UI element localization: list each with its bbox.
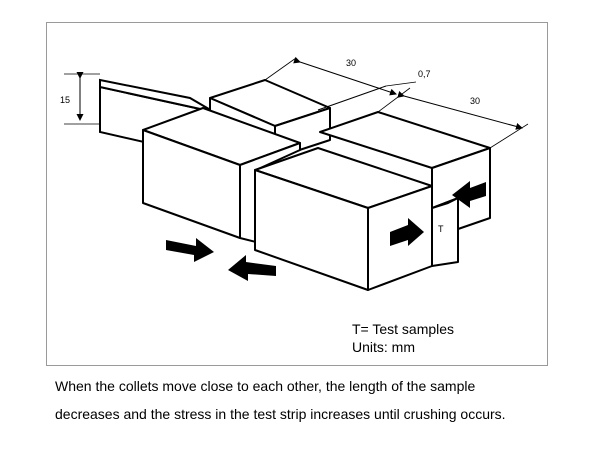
caption-line-2: decreases and the stress in the test str… xyxy=(55,406,506,422)
gap-dimension: 0,7 xyxy=(385,69,431,87)
caption-line-1: When the collets move close to each othe… xyxy=(55,378,476,394)
test-sample-t: T xyxy=(431,197,459,267)
collet-front-right xyxy=(254,147,433,291)
legend-samples: T= Test samples xyxy=(352,321,455,337)
sample-label: T xyxy=(438,224,444,234)
height-dimension: 15 xyxy=(60,72,100,125)
gap-line xyxy=(317,85,387,111)
push-arrows xyxy=(166,181,486,281)
arrow-right-bottom-icon xyxy=(166,238,214,262)
width-right-label: 30 xyxy=(470,96,480,106)
width-dimension-right: 30 xyxy=(397,91,529,149)
width-top-label: 30 xyxy=(346,58,356,68)
height-label: 15 xyxy=(60,95,70,105)
arrow-left-bottom-icon xyxy=(228,255,276,281)
legend-units: Units: mm xyxy=(352,339,415,355)
arrow-left-side-icon xyxy=(452,181,486,208)
legend: T= Test samples Units: mm xyxy=(352,320,454,356)
gap-label: 0,7 xyxy=(418,69,431,79)
arrow-right-face-icon xyxy=(390,218,424,246)
width-dimension-top: 30 xyxy=(264,56,411,113)
figure-caption: When the collets move close to each othe… xyxy=(55,372,595,428)
